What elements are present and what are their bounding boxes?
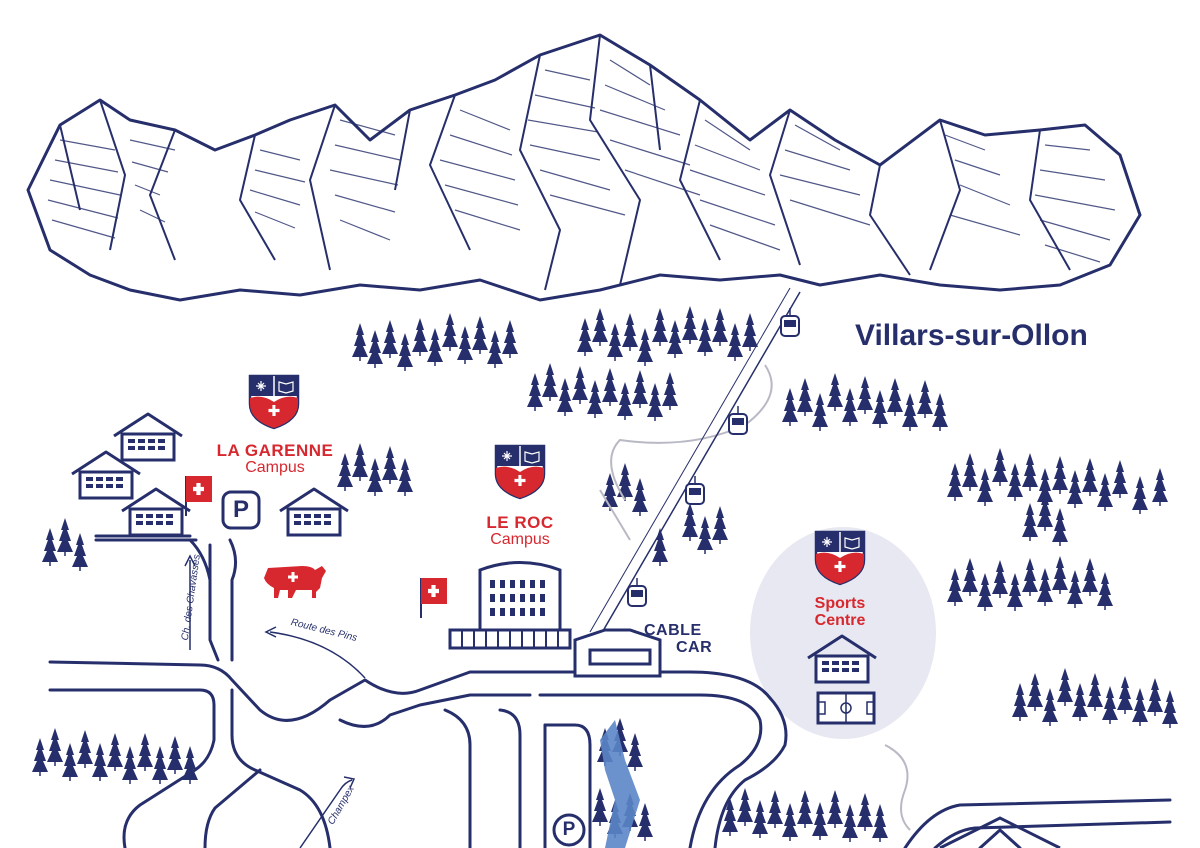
la-garenne-name: LA GARENNE [216,441,334,460]
ski-trail-2 [599,489,631,541]
sports-centre-crest [814,530,866,586]
cable-car-line2: CAR [676,638,713,656]
mountain-range [26,33,1142,302]
sports-centre-area [750,527,936,739]
cow-icon [264,566,326,598]
le-roc-label[interactable]: LE ROC Campus [465,514,575,549]
sports-centre-label[interactable]: Sports Centre [790,595,890,630]
le-roc-crest [494,444,546,500]
swiss-flag-le-roc [420,577,448,619]
town-name: Villars-sur-Ollon [855,319,1088,352]
cable-car-station [573,628,662,678]
la-garenne-sub: Campus [245,458,305,476]
cable-car-line1: CABLE [644,622,702,639]
la-garenne-label[interactable]: LA GARENNE Campus [200,442,350,477]
parking-sign-lower[interactable]: P [562,819,576,840]
cable-car-line [589,287,801,637]
le-roc-building [448,561,572,650]
la-garenne-crest [248,374,300,430]
le-roc-sub: Campus [490,530,550,548]
sports-centre-line2: Centre [814,611,866,629]
le-roc-name: LE ROC [486,513,554,532]
stream [600,720,640,848]
sports-centre-building [806,634,878,725]
parking-sign-la-garenne[interactable]: P [232,496,249,523]
cable-car-label[interactable]: CABLE CAR [644,622,713,657]
sports-centre-line1: Sports [814,595,866,612]
ski-trail [610,364,773,501]
parking-sign-lower-shape [552,813,586,847]
path-to-sports [884,744,911,831]
parking-sign-la-garenne-shape [221,490,261,530]
road-arrows [184,554,366,848]
